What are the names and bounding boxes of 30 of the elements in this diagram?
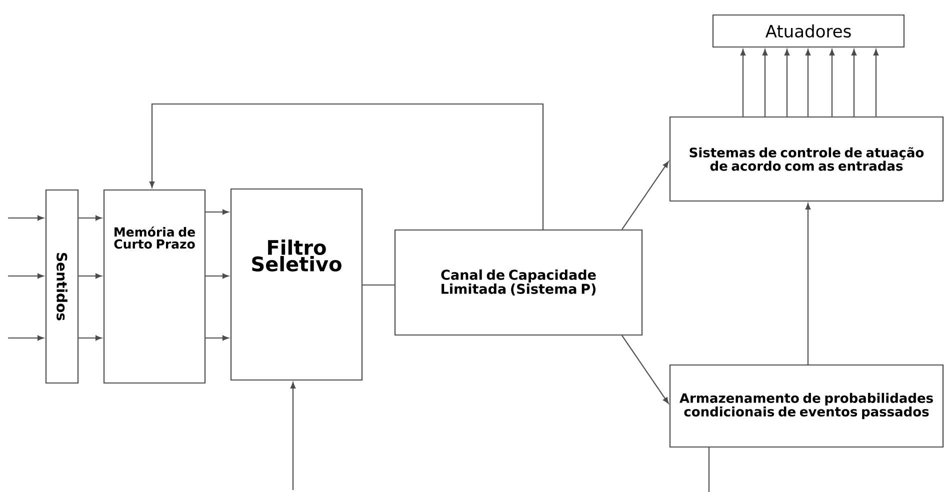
arrow bbox=[805, 49, 811, 116]
line bbox=[362, 284, 394, 286]
arrow bbox=[873, 49, 879, 116]
arrow bbox=[206, 335, 229, 341]
arrow bbox=[740, 49, 746, 116]
arrow bbox=[78, 335, 102, 341]
arrow bbox=[206, 273, 229, 279]
arrow bbox=[622, 161, 669, 230]
arrow bbox=[8, 273, 44, 279]
arrow bbox=[78, 215, 102, 221]
line bbox=[708, 448, 710, 492]
process-box: Sistemas de controle de atuação de acordo com as entradas bbox=[669, 116, 944, 202]
arrow bbox=[829, 49, 835, 116]
process-box: Armazenamento de probabilidades condicionais de eventos passados bbox=[669, 364, 944, 448]
arrow bbox=[622, 335, 669, 404]
arrow bbox=[8, 335, 44, 341]
arrow bbox=[206, 209, 229, 215]
sense-box: Sentidos bbox=[45, 189, 79, 384]
arrow bbox=[290, 382, 296, 490]
process-box: Canal de Capacidade Limitada (Sistema P) bbox=[394, 229, 643, 336]
process-box: Filtro Seletivo bbox=[230, 188, 363, 381]
arrow bbox=[149, 103, 544, 230]
process-box: Memória de Curto Prazo bbox=[103, 189, 206, 384]
arrow bbox=[784, 49, 790, 116]
arrow bbox=[805, 203, 811, 364]
arrow bbox=[8, 215, 44, 221]
output-box: Atuadores bbox=[712, 14, 905, 48]
arrow bbox=[762, 49, 768, 116]
arrow bbox=[851, 49, 857, 116]
arrow bbox=[78, 273, 102, 279]
